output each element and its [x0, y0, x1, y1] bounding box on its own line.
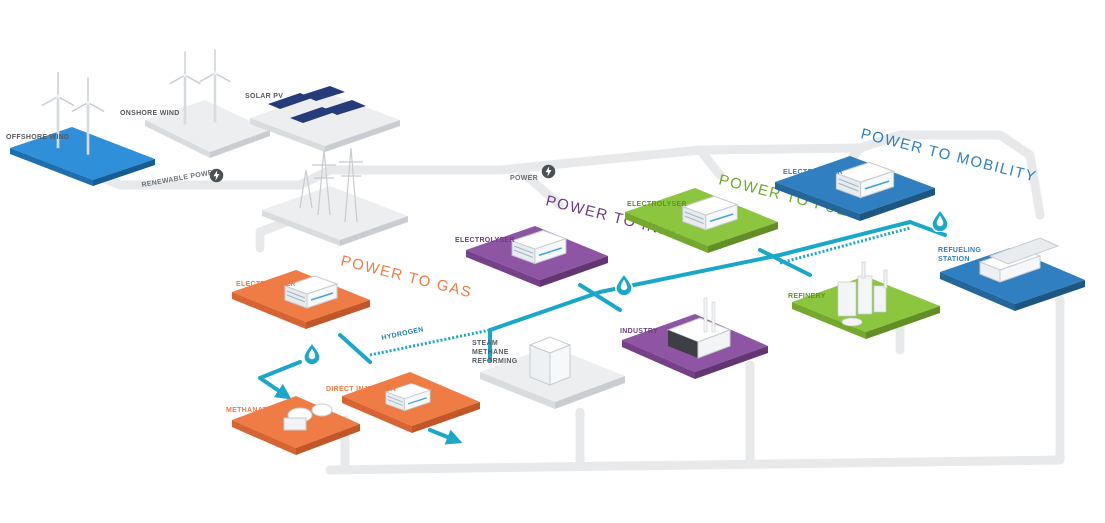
truck-icon	[978, 237, 1060, 283]
smr-tile: STEAM METHANE REFORMING	[472, 336, 625, 409]
smr-label-line3: REFORMING	[472, 358, 518, 365]
solar-pv-label: SOLAR PV	[245, 93, 283, 100]
hydrogen-dashed-line	[779, 226, 911, 265]
direct-injection-label: DIRECT INJECTION	[326, 386, 396, 393]
industry-tile: INDUSTRY	[620, 297, 768, 379]
gas-electrolyser-label: ELECTROLYSER	[236, 281, 296, 288]
solar-pv-tile: SOLAR PV	[245, 86, 400, 152]
lightning-icon	[209, 168, 224, 183]
hydrogen-drop-icon	[930, 209, 950, 232]
mobility-electrolyser-tile: ELECTROLYSER	[775, 156, 935, 221]
industry-electrolyser-label: ELECTROLYSER	[455, 237, 515, 244]
hydrogen-label: HYDROGEN	[381, 326, 424, 342]
refinery-tile: REFINERY	[788, 261, 940, 339]
fuel-electrolyser-tile: ELECTROLYSER	[625, 188, 778, 253]
methanation-tile: METHANATION	[226, 396, 360, 455]
onshore-wind-tile: ONSHORE WIND	[120, 48, 270, 158]
factory-icon	[666, 297, 732, 359]
refueling-label-line2: STATION	[938, 256, 970, 263]
offshore-wind-tile: OFFSHORE WIND	[6, 70, 155, 186]
direct-injection-tile: DIRECT INJECTION	[326, 372, 480, 433]
refueling-label-line1: REFUELING	[938, 247, 981, 254]
industry-electrolyser-tile: ELECTROLYSER	[455, 226, 608, 287]
offshore-wind-label: OFFSHORE WIND	[6, 134, 69, 141]
power-label: POWER	[510, 175, 538, 182]
refueling-station-tile: REFUELING STATION	[938, 237, 1085, 311]
mobility-electrolyser-label: ELECTROLYSER	[783, 169, 843, 176]
smr-label-line2: METHANE	[472, 349, 509, 356]
industry-label: INDUSTRY	[620, 328, 658, 335]
solar-panel-icon	[268, 86, 366, 123]
smr-label-line1: STEAM	[472, 340, 498, 347]
grid-pylons-tile	[262, 147, 408, 246]
hydrogen-dashed-line	[369, 328, 491, 357]
fuel-electrolyser-label: ELECTROLYSER	[627, 201, 687, 208]
refinery-label: REFINERY	[788, 293, 826, 300]
hydrogen-network	[258, 220, 947, 445]
gas-electrolyser-tile: ELECTROLYSER	[232, 270, 370, 329]
hydrogen-drop-icon	[614, 273, 634, 296]
lightning-icon	[541, 164, 556, 179]
refinery-towers-icon	[837, 261, 888, 327]
hydrogen-drop-icon	[302, 342, 322, 365]
methanation-label: METHANATION	[226, 407, 281, 414]
pylon-icon	[299, 147, 363, 223]
refinery-block-icon	[528, 336, 572, 386]
onshore-wind-label: ONSHORE WIND	[120, 110, 180, 117]
power-to-gas-title: POWER TO GAS	[339, 252, 474, 301]
